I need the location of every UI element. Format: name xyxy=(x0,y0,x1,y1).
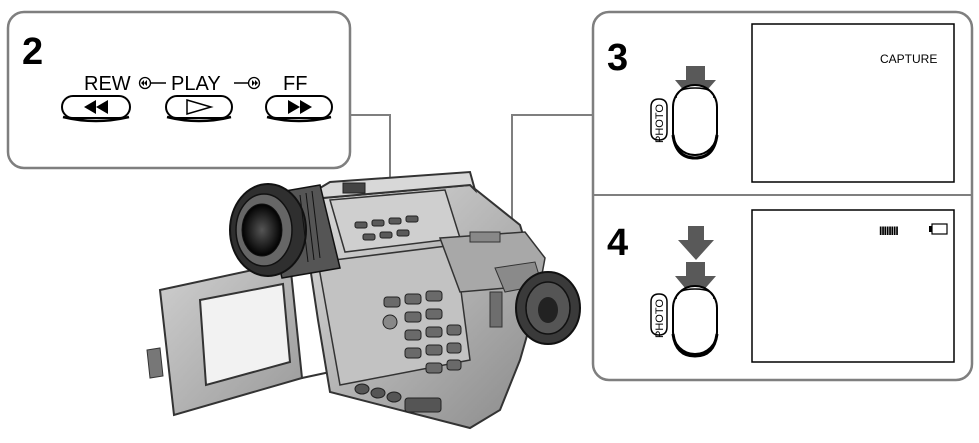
step4-number: 4 xyxy=(607,222,628,264)
rewind-icon xyxy=(84,100,108,114)
step3-section: 3 PHOTO CAPTURE xyxy=(607,23,955,183)
step4-section: 4 PHOTO IIIIIIII xyxy=(607,209,955,363)
rew-label: REW xyxy=(84,73,131,95)
photo-button-icon xyxy=(672,84,718,156)
lens xyxy=(229,183,341,279)
eyepiece xyxy=(515,271,581,345)
down-arrow-icon xyxy=(675,262,716,300)
rew-indicator-icon xyxy=(138,76,166,90)
progress-indicator: IIIIIIII xyxy=(879,224,898,238)
photo-button-step4[interactable]: PHOTO xyxy=(650,285,719,358)
connector-step3 xyxy=(511,114,595,232)
step3-number: 3 xyxy=(607,37,628,79)
down-arrow-icon xyxy=(678,226,714,260)
side-buttons xyxy=(383,290,462,374)
screen-step4 xyxy=(751,209,955,363)
play-label: PLAY xyxy=(171,73,221,95)
play-button[interactable] xyxy=(165,95,233,123)
lcd-panel xyxy=(146,260,331,417)
photo-button-icon xyxy=(672,285,718,355)
fast-forward-icon xyxy=(288,100,312,114)
photo-label-step4: PHOTO xyxy=(654,299,666,338)
camcorder-illustration xyxy=(146,170,581,430)
top-control-buttons xyxy=(354,215,419,241)
ff-indicator-icon xyxy=(234,76,261,90)
fast-forward-button[interactable] xyxy=(265,95,333,123)
steps34-panel: 3 PHOTO CAPTURE 4 PHOTO xyxy=(591,10,974,382)
capture-text: CAPTURE xyxy=(880,52,937,66)
battery-icon xyxy=(929,223,948,235)
step2-number: 2 xyxy=(22,31,43,73)
rewind-button[interactable] xyxy=(61,95,131,123)
screen-step3 xyxy=(751,23,955,183)
photo-label-step3: PHOTO xyxy=(654,104,666,143)
ff-label: FF xyxy=(283,73,307,95)
photo-button-step3[interactable]: PHOTO xyxy=(650,84,719,160)
step2-panel: 2 REW PLAY FF xyxy=(6,10,352,170)
play-icon xyxy=(186,99,214,115)
